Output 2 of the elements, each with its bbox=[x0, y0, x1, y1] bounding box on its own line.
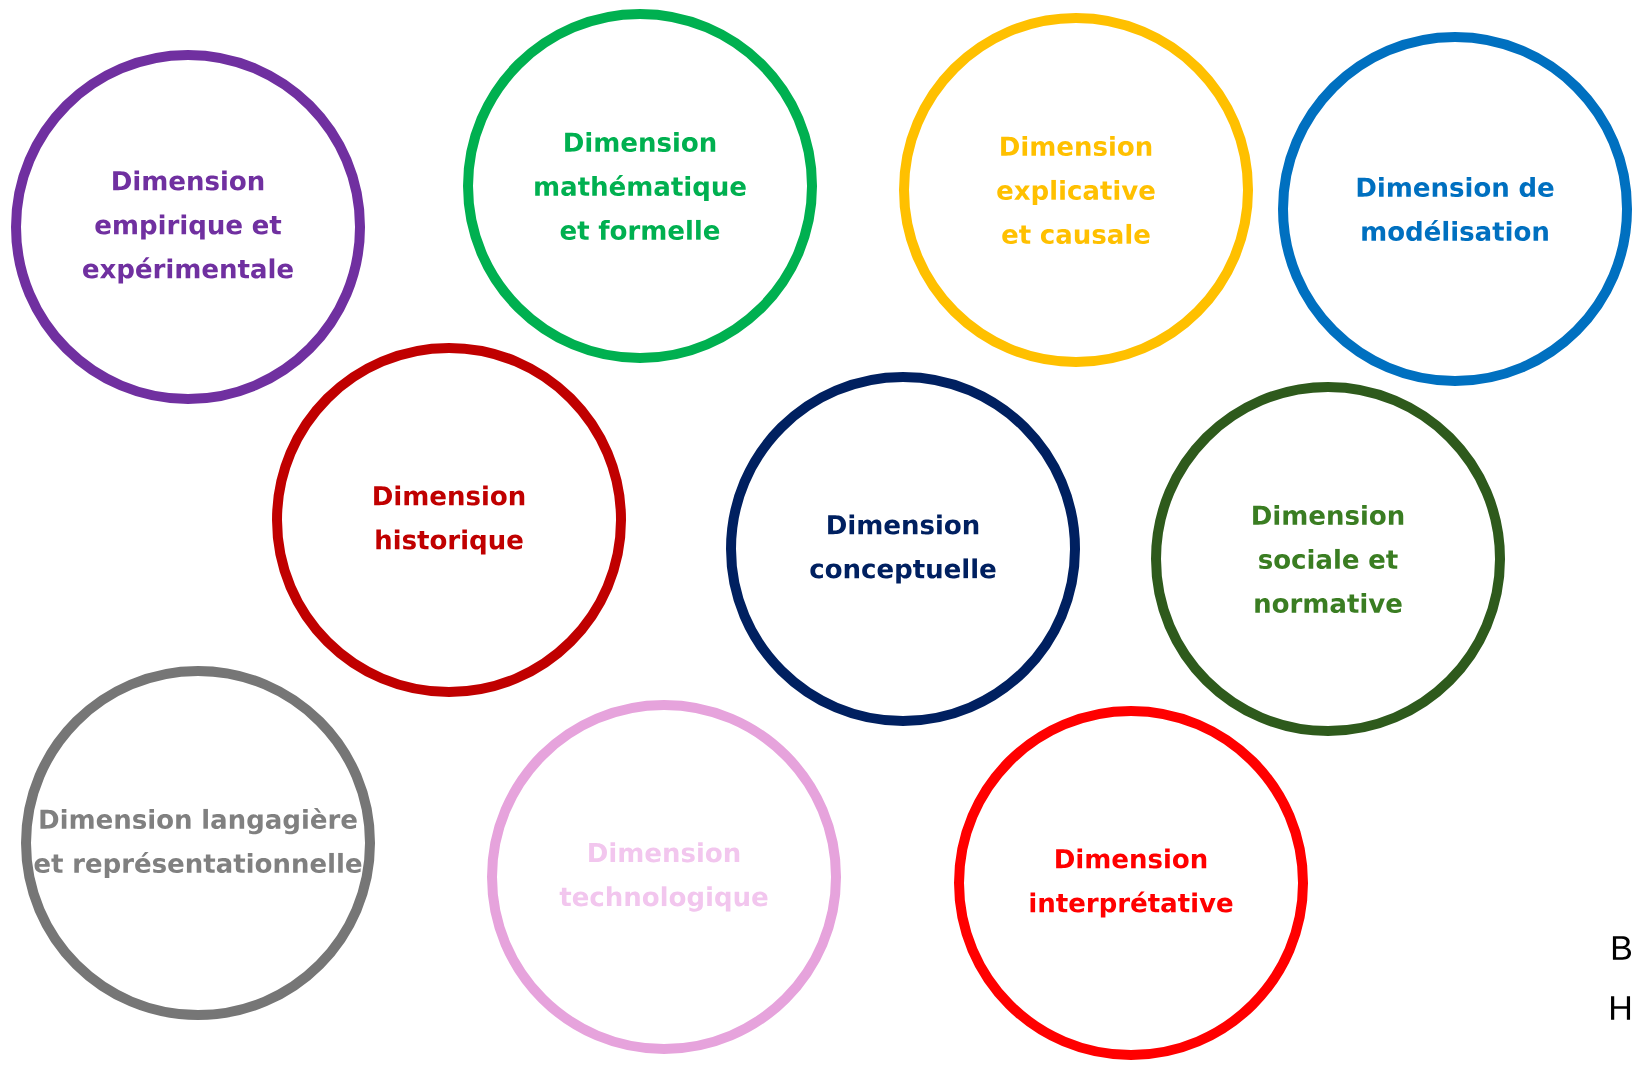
letter-label: B bbox=[1612, 936, 1631, 960]
letter-label: H bbox=[1611, 996, 1631, 1020]
